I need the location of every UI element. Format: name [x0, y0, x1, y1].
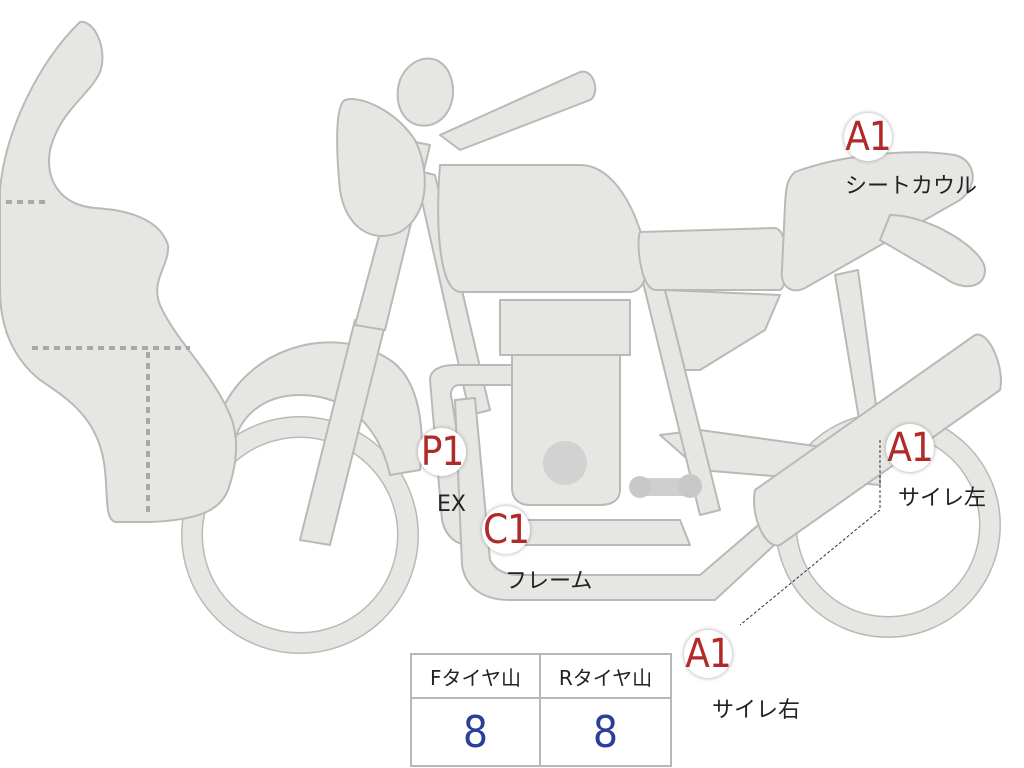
silencer-right-grade-badge: A1 — [684, 630, 732, 678]
seat-cowl-grade: A1 — [845, 114, 891, 160]
front-tire-value: 8 — [412, 699, 541, 765]
tire-tread-table: Fタイヤ山 Rタイヤ山 8 8 — [410, 653, 672, 767]
tail-light — [879, 214, 986, 288]
silencer-right-grade: A1 — [685, 631, 731, 677]
frame-grade-badge: C1 — [482, 506, 530, 554]
exhaust-grade-badge: P1 — [418, 428, 466, 476]
engine-block — [511, 354, 621, 506]
exhaust-grade: P1 — [420, 429, 465, 475]
frame-downtube — [414, 169, 491, 416]
headlight — [336, 98, 426, 237]
seat-cowl-label: シートカウル — [845, 174, 978, 199]
frame-label: フレーム — [505, 569, 593, 594]
rear-shock — [834, 269, 879, 426]
silencer-left-grade-badge: A1 — [886, 424, 934, 472]
fuel-tank — [437, 164, 648, 293]
seat — [637, 227, 788, 291]
frame-lower — [429, 364, 691, 546]
silencer-part — [753, 333, 1002, 547]
frame-grade: C1 — [482, 507, 530, 553]
silencer-right-label: サイレ右 — [712, 698, 801, 723]
engine-cover — [543, 441, 587, 485]
seat-cowl-grade-badge: A1 — [844, 113, 892, 161]
rear-tire-value: 8 — [592, 706, 619, 758]
engine-head — [499, 299, 631, 356]
silencer-left-grade: A1 — [887, 425, 933, 471]
rear-tire-header: Rタイヤ山 — [541, 655, 670, 699]
silencer-left-label: サイレ左 — [898, 486, 987, 511]
front-fairing — [0, 20, 238, 523]
front-fender — [214, 341, 423, 476]
exhaust-label: EX — [437, 492, 466, 517]
handlebar — [439, 70, 597, 151]
side-cover — [664, 289, 781, 371]
front-tire-header: Fタイヤ山 — [412, 655, 541, 699]
mirror — [396, 57, 455, 127]
